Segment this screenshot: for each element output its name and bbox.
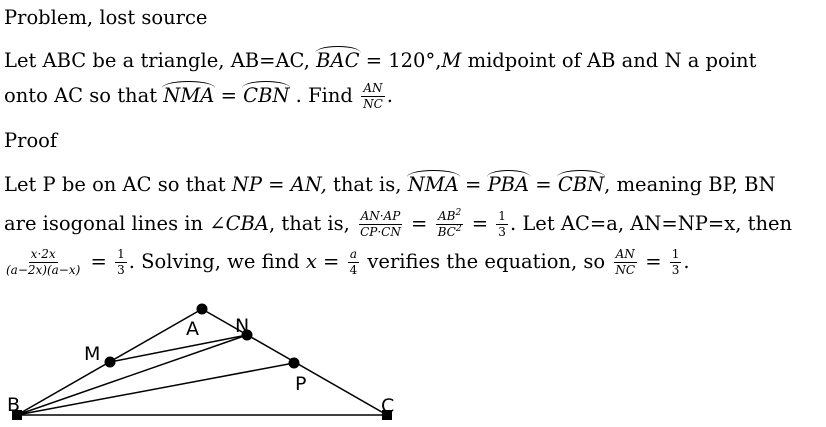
problem-heading: Problem, lost source xyxy=(4,6,208,29)
equals: = xyxy=(404,212,434,236)
equals: = xyxy=(214,84,244,108)
exponent: 2 xyxy=(455,208,462,218)
period: . xyxy=(386,84,393,108)
var-m: M xyxy=(441,49,462,72)
segment-bp xyxy=(16,362,295,416)
label-n: N xyxy=(235,315,249,337)
proof-text: . Solving, we find xyxy=(128,250,306,274)
problem-text: Let ABC be a triangle, AB=AC, xyxy=(4,49,317,72)
proof-heading: Proof xyxy=(4,129,58,152)
proof-text: are isogonal lines in xyxy=(4,212,210,236)
problem-text: = 120°, xyxy=(359,49,442,72)
problem-text: . Find xyxy=(289,84,360,108)
fraction-denominator: 3 xyxy=(498,225,506,240)
exponent: 2 xyxy=(455,224,462,235)
base-bc: BC xyxy=(437,225,456,240)
segment-bn xyxy=(16,334,248,416)
problem-text: midpoint of AB and N a point xyxy=(461,49,757,72)
point-b xyxy=(12,410,22,420)
angle-cbn: CBN xyxy=(242,81,291,108)
label-c: C xyxy=(381,395,394,417)
triangle-figure: A B C M N P xyxy=(7,303,394,420)
fraction-numerator: AN xyxy=(361,81,385,98)
fraction-numerator: a xyxy=(347,247,359,264)
equals: = xyxy=(458,173,488,196)
equals: = xyxy=(639,250,668,274)
base-ab: AB xyxy=(437,209,456,223)
point-p xyxy=(288,357,300,369)
point-n xyxy=(241,329,253,341)
fraction-denominator: NC xyxy=(363,97,383,112)
equals: = xyxy=(84,250,114,274)
point-c xyxy=(382,410,392,420)
point-m xyxy=(104,356,116,368)
label-m: M xyxy=(84,343,100,365)
fraction-denominator: 3 xyxy=(117,263,125,278)
fraction-numerator: AB2 xyxy=(435,208,464,226)
equals: = xyxy=(316,250,346,274)
fraction-numerator: AN·AP xyxy=(358,209,403,226)
problem-text: onto AC so that xyxy=(4,84,164,108)
equals: = xyxy=(465,212,495,236)
angle-pba: PBA xyxy=(486,170,530,196)
label-a: A xyxy=(186,318,199,340)
fraction-numerator: 1 xyxy=(496,209,508,226)
label-b: B xyxy=(7,394,20,416)
point-a xyxy=(196,303,208,315)
angle-nma: NMA xyxy=(162,81,216,108)
label-p: P xyxy=(295,373,306,395)
problem-line-1: Let ABC be a triangle, AB=AC, BAC = 120°… xyxy=(4,46,757,72)
fraction-numerator: AN xyxy=(613,247,637,264)
proof-text: , that is, xyxy=(268,212,357,236)
proof-text: that is, xyxy=(326,173,408,196)
period: . xyxy=(683,250,690,274)
fraction-denominator: BC2 xyxy=(436,225,464,239)
angle-bac: BAC xyxy=(315,46,361,72)
fraction-denominator: (a−2x)(a−x) xyxy=(6,263,81,278)
var-x: x xyxy=(305,250,317,274)
equals: = xyxy=(529,173,558,196)
fraction-denominator: 3 xyxy=(671,263,680,278)
fraction-numerator: 1 xyxy=(669,247,682,264)
proof-text: Let P be on AC so that xyxy=(4,173,232,196)
proof-line-1: Let P be on AC so that NP = AN, that is,… xyxy=(4,170,776,196)
fraction-numerator: 1 xyxy=(115,247,127,264)
fraction-denominator: 4 xyxy=(349,263,358,278)
proof-text: , meaning BP, BN xyxy=(604,173,776,196)
proof-text: verifies the equation, so xyxy=(361,250,612,274)
fraction-denominator: CP·CN xyxy=(360,225,401,240)
angle-nma: NMA xyxy=(406,170,460,196)
proof-text: . Let AC=a, AN=NP=x, then xyxy=(509,212,793,236)
proof-line-2: are isogonal lines in ∠CBA, that is, AN·… xyxy=(4,208,793,240)
fraction-numerator: x·2x xyxy=(28,247,58,264)
figure-points xyxy=(12,303,392,420)
angle-cbn: CBN xyxy=(556,170,606,196)
fraction-equation-lhs: x·2x(a−2x)(a−x) xyxy=(4,247,82,278)
figure-lines xyxy=(16,308,388,416)
fraction-denominator: NC xyxy=(615,263,636,278)
segment-mn xyxy=(109,334,248,363)
angle-cba: ∠CBA xyxy=(209,212,269,236)
math-np-an: NP = AN, xyxy=(231,173,327,196)
